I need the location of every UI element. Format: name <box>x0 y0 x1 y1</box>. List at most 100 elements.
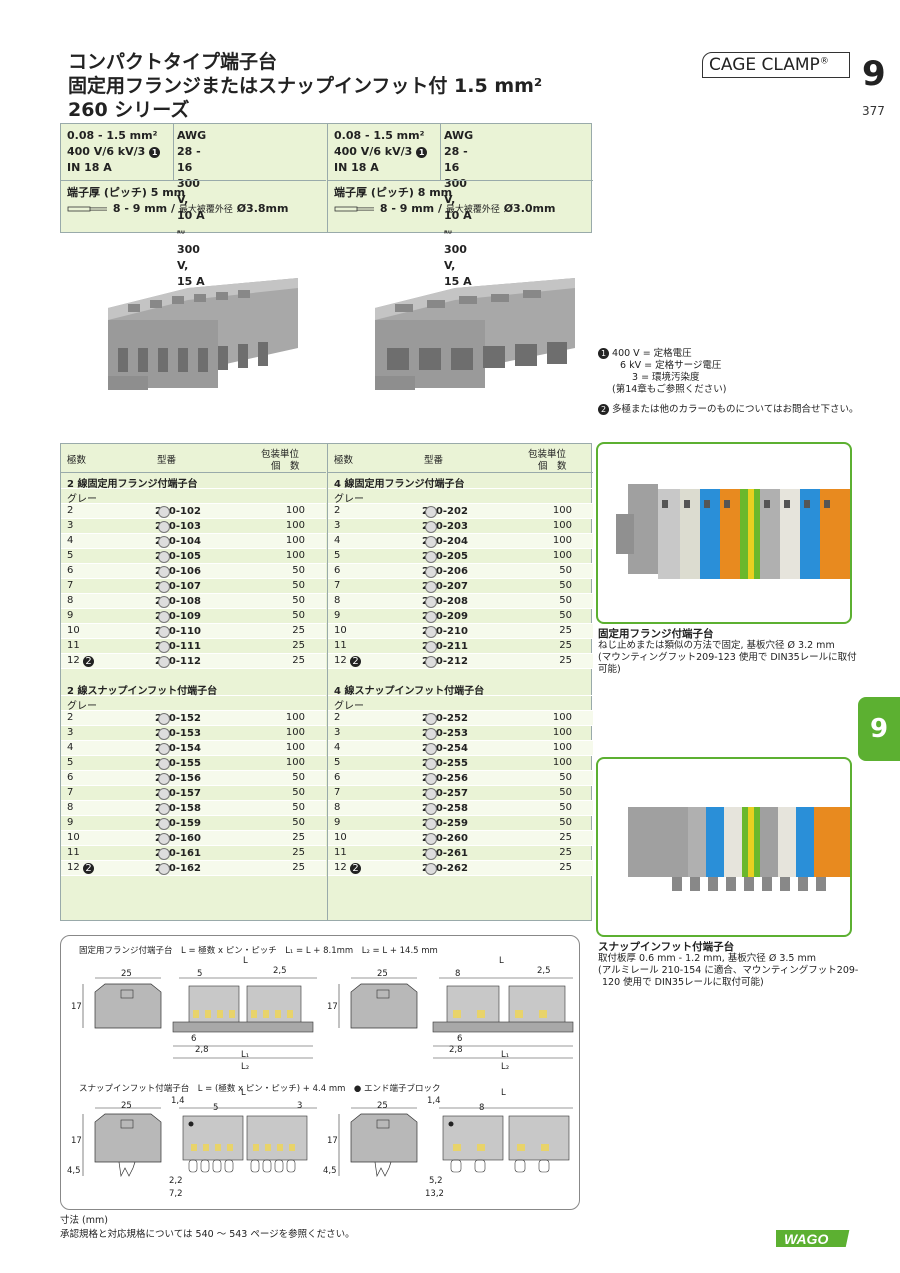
photo-flange-frame <box>596 442 852 624</box>
pack-qty: 100 <box>552 520 572 531</box>
flange-drawing-svg <box>82 977 574 1059</box>
gray-color-swatch-icon <box>158 848 170 860</box>
snapin-caption-line-3: 120 使用で DIN35レールに取付可能) <box>602 977 764 988</box>
color-row: グレー <box>328 489 593 505</box>
poles: 12 <box>334 655 347 666</box>
gray-color-swatch-icon <box>158 743 170 755</box>
head-pack-1: 包装単位 <box>528 449 567 460</box>
head-poles: 極数 <box>334 455 354 466</box>
gray-color-swatch-icon <box>425 833 437 845</box>
dim-l: L <box>501 1088 506 1098</box>
dim-6: 6 <box>457 1034 463 1044</box>
gray-color-swatch-icon <box>425 818 437 830</box>
footer-note: 承認規格と対応規格については 540 ～ 543 ページを参照ください。 <box>60 1229 355 1240</box>
drawing-caption-2: スナップインフット付端子台 L = (極数 x ピン・ピッチ) + 4.4 mm… <box>79 1084 441 1094</box>
color-row: グレー <box>61 696 326 712</box>
gray-color-swatch-icon <box>158 581 170 593</box>
poles: 6 <box>67 565 74 576</box>
chapter-number: 9 <box>862 54 886 94</box>
pack-qty: 25 <box>559 625 572 636</box>
poles: 8 <box>334 802 341 813</box>
dim-2-5: 2,5 <box>537 966 551 976</box>
spec-rating: 400 V/6 kV/3 1 <box>67 144 161 160</box>
ul-icon: ᴿᵁ <box>177 229 185 238</box>
dim-2-8: 2,8 <box>195 1045 209 1055</box>
spec-pitch: 端子厚 (ピッチ) 5 mm <box>67 186 186 199</box>
footer-units: 寸法 (mm) <box>60 1215 108 1226</box>
poles: 5 <box>67 757 74 768</box>
pack-qty: 50 <box>292 580 305 591</box>
note-1-line-3: 3 = 環境汚染度 <box>632 372 700 383</box>
gray-color-swatch-icon <box>425 521 437 533</box>
title-line-3: 260 シリーズ <box>68 99 190 121</box>
pack-qty: 100 <box>285 550 305 561</box>
gray-color-swatch-icon <box>158 641 170 653</box>
dimension-drawings: 固定用フランジ付端子台 L = 極数 x ピン・ピッチ L₁ = L + 8.1… <box>60 935 580 1210</box>
color-row: グレー <box>328 696 593 712</box>
pack-qty: 25 <box>292 832 305 843</box>
section-title: 4 線スナップインフット付端子台 <box>334 686 485 697</box>
spec-csa: 0.08 - 1.5 mm² <box>67 129 158 142</box>
poles: 7 <box>334 580 341 591</box>
poles: 3 <box>334 727 341 738</box>
gray-color-swatch-icon <box>158 728 170 740</box>
poles: 4 <box>67 742 74 753</box>
dim-l2: L₂ <box>501 1062 510 1072</box>
flange-caption-title: 固定用フランジ付端子台 <box>598 628 714 640</box>
pack-qty: 25 <box>292 625 305 636</box>
table-header: 極数 型番 包装単位 個 数 <box>328 444 593 473</box>
poles: 5 <box>334 550 341 561</box>
dim-25: 25 <box>121 1101 132 1111</box>
pack-qty: 100 <box>552 550 572 561</box>
pack-qty: 50 <box>559 787 572 798</box>
pack-qty: 100 <box>285 742 305 753</box>
poles: 10 <box>334 625 347 636</box>
svg-text:WAGO: WAGO <box>784 1231 828 1247</box>
poles: 6 <box>334 772 341 783</box>
note-1-icon: 1 <box>149 146 161 158</box>
head-part: 型番 <box>424 455 444 466</box>
ul-icon: ᴿᵁ <box>444 229 452 238</box>
poles: 5 <box>67 550 74 561</box>
gray-color-swatch-icon <box>425 596 437 608</box>
poles: 8 <box>67 802 74 813</box>
color-row: グレー <box>61 489 326 505</box>
pack-qty: 25 <box>559 655 572 666</box>
poles: 12 <box>334 862 347 873</box>
head-poles: 極数 <box>67 455 87 466</box>
dim-l1: L₁ <box>241 1050 250 1060</box>
gray-color-swatch-icon <box>158 611 170 623</box>
title-line-2: 固定用フランジまたはスナップインフット付 1.5 mm² <box>68 75 543 97</box>
photo-snapin-frame <box>596 757 852 937</box>
gray-color-swatch-icon <box>158 626 170 638</box>
section-title-row: 2 線スナップインフット付端子台 <box>61 681 326 697</box>
section-title: 4 線固定用フランジ付端子台 <box>334 479 465 490</box>
poles: 3 <box>67 520 74 531</box>
pack-qty: 100 <box>552 712 572 723</box>
snapin-drawing-svg <box>82 1107 573 1178</box>
spec-in: IN 18 A <box>334 161 379 174</box>
dim-l: L <box>241 1088 246 1098</box>
poles: 2 <box>334 712 341 723</box>
color-label: グレー <box>334 701 364 712</box>
pack-qty: 100 <box>285 727 305 738</box>
spec-left: 0.08 - 1.5 mm² 400 V/6 kV/3 1 IN 18 A AW… <box>61 124 326 304</box>
poles: 5 <box>334 757 341 768</box>
